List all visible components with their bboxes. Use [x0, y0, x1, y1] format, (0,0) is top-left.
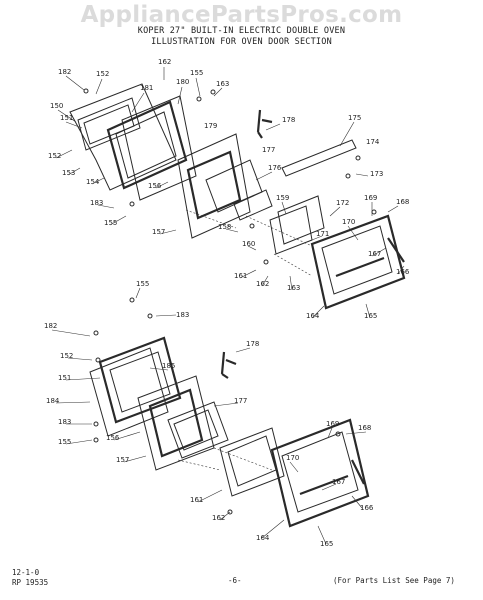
label: 169: [326, 420, 339, 428]
part-lower-outer-door: [270, 418, 370, 528]
part-lower-door-outer: [89, 347, 169, 437]
lower-door-assembly: [89, 330, 370, 528]
label: 165: [320, 540, 333, 548]
label: 157: [116, 456, 129, 464]
label: 173: [370, 170, 383, 178]
label: 166: [396, 268, 410, 276]
part-screws: [83, 88, 377, 319]
label: 171: [316, 230, 329, 238]
label: 176: [268, 164, 282, 172]
label: 163: [216, 80, 229, 88]
label: 175: [348, 114, 361, 122]
label: 151: [58, 374, 71, 382]
label: 155: [136, 280, 149, 288]
upper-door-assembly: [69, 83, 406, 319]
part-handle-bracket: [256, 109, 273, 139]
label: 180: [176, 78, 189, 86]
label: 170: [286, 454, 299, 462]
label: 168: [358, 424, 371, 432]
label: 182: [58, 68, 71, 76]
part-door-outer: [69, 83, 177, 191]
label: 155: [58, 438, 71, 446]
footer-code: 12-1-0: [12, 568, 40, 577]
part-door-liner: [77, 97, 141, 151]
label: 151: [60, 114, 73, 122]
label: 164: [256, 534, 270, 542]
label: 185: [162, 362, 175, 370]
footer-part-number: RP 19535: [12, 578, 49, 587]
footer-page-number: -6-: [228, 576, 242, 585]
part-lower-door-handle: [299, 459, 365, 496]
label: 161: [190, 496, 203, 504]
footer-note: (For Parts List See Page 7): [333, 576, 455, 585]
diagram-subtitle: ILLUSTRATION FOR OVEN DOOR SECTION: [151, 37, 332, 47]
label: 152: [60, 352, 73, 360]
label: 170: [342, 218, 355, 226]
label: 177: [234, 397, 247, 405]
label: 161: [234, 272, 247, 280]
label: 178: [246, 340, 259, 348]
label: 183: [90, 199, 103, 207]
label: 153: [62, 169, 75, 177]
label: 156: [106, 434, 120, 442]
label: 150: [50, 102, 63, 110]
label: 181: [140, 84, 153, 92]
label: 183: [176, 311, 189, 319]
part-trim-strip: [281, 139, 357, 177]
label: 183: [58, 418, 71, 426]
part-lower-door-frame: [98, 336, 182, 424]
label: 168: [396, 198, 409, 206]
label: 177: [262, 146, 275, 154]
label: 178: [282, 116, 295, 124]
part-inner-panel: [121, 95, 197, 201]
label: 174: [366, 138, 380, 146]
label: 165: [364, 312, 377, 320]
part-window-frame: [177, 133, 251, 239]
label: 162: [256, 280, 269, 288]
label: 163: [287, 284, 300, 292]
part-lower-screws: [93, 330, 341, 515]
label: 184: [46, 397, 60, 405]
bottom-labels: 182 152 185 178 151 184 177 183 155 156 …: [44, 322, 374, 548]
label: 155: [190, 69, 203, 77]
part-lower-glass: [167, 401, 229, 459]
label: 179: [204, 122, 217, 130]
label: 169: [364, 194, 377, 202]
part-outer-door: [310, 214, 406, 310]
label: 164: [306, 312, 320, 320]
label: 154: [86, 178, 100, 186]
label: 152: [96, 70, 109, 78]
diagram-title: KOPER 27" BUILT-IN ELECTRIC DOUBLE OVEN: [137, 26, 346, 36]
watermark: AppliancePartsPros.com: [80, 2, 403, 28]
label: 172: [336, 199, 349, 207]
label: 156: [148, 182, 162, 190]
label: 182: [44, 322, 57, 330]
part-door-handle: [335, 237, 405, 278]
label: 159: [276, 194, 289, 202]
label: 152: [48, 152, 61, 160]
label: 162: [212, 514, 225, 522]
label: 158: [218, 223, 231, 231]
part-door-frame: [106, 100, 188, 190]
part-lower-inner-panel: [219, 427, 285, 497]
label: 166: [360, 504, 374, 512]
top-labels: 182 152 181 180 162 155 163 150 151 178 …: [48, 58, 410, 320]
leader-lines: [51, 67, 405, 545]
label: 162: [158, 58, 171, 66]
label: 157: [152, 228, 165, 236]
label: 167: [368, 250, 381, 258]
part-glass-2: [233, 189, 273, 221]
label: 160: [242, 240, 255, 248]
part-lower-handle-bracket: [220, 351, 237, 379]
label: 155: [104, 219, 117, 227]
label: 167: [332, 478, 345, 486]
